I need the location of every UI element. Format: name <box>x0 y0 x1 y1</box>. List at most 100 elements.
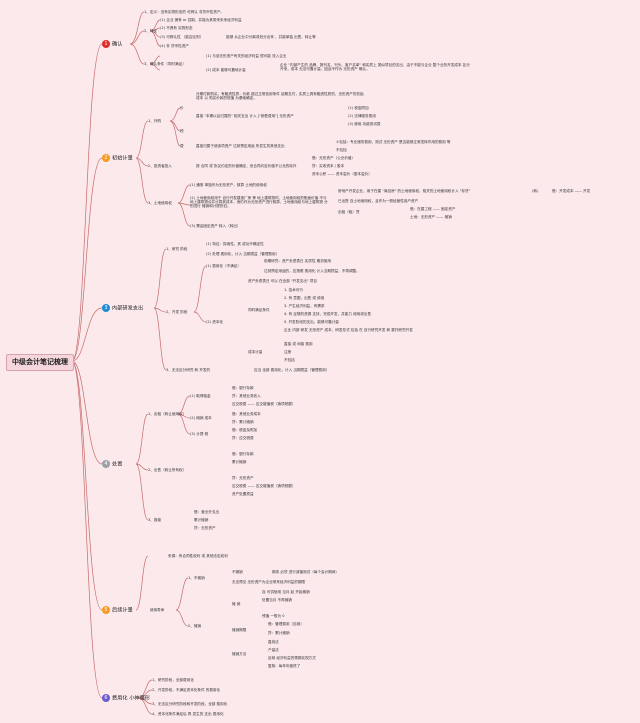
node-investor-input[interactable]: 2、投资者投入 <box>148 164 172 168</box>
node-expense-item[interactable]: 2、开发阶段，不满足资本化条件 的费用化 <box>152 688 221 692</box>
node-condition[interactable]: (1) 与该无形资产有关的经济利益 很可能 流入企业 <box>206 54 287 58</box>
node-price[interactable]: 价 <box>180 106 184 110</box>
node-condition-item[interactable]: 5. 开发阶段的支出，能够可靠计量 <box>284 320 339 324</box>
node-price-detail[interactable]: 分期付款购买，有融资性质：价款 超过正常信用条件 延期支付，实质上具有融资性质的… <box>196 92 364 100</box>
node-lease[interactable]: 1、出租（转让使用权） <box>148 412 187 416</box>
node-no-amortization-item[interactable]: 不摊销 <box>232 570 243 574</box>
node-entry[interactable]: 借：无形资产（公允价值） <box>312 156 356 160</box>
node-conditions[interactable]: 同时满足条件 <box>248 308 270 312</box>
node-condition-item[interactable]: 2. 有 意图，出售 或 使用 <box>284 296 325 300</box>
node-feature[interactable]: (4) 非 货币性资产 <box>160 44 189 48</box>
node-expensed-detail[interactable]: 达到预定用途的，应按照 费用化 计入当期损益，不再调整。 <box>264 269 360 273</box>
node-entry[interactable]: 累计摊销 <box>194 518 209 522</box>
node-entry[interactable]: 借：管理费用（自用） <box>268 622 304 626</box>
node-feature[interactable]: (1) 企业 拥有 or 控制，并能为其带来未来经济利益 <box>160 18 242 22</box>
node-entry[interactable]: 应交税费 —— 应交增值税（销项税额） <box>232 484 296 488</box>
node-useful-life[interactable]: 使用寿命 <box>150 608 165 612</box>
node-expense-item[interactable]: 3、无法区分研究阶段和开发阶段，全部 费用化 <box>152 702 228 706</box>
node-condition-item[interactable]: 企业 内部 研发 无形资产 成本，研发形式 包括 在 自行研究开发 和 委托研究… <box>284 328 413 332</box>
node-amortization-detail[interactable]: 自 可供使用 当月 起 开始摊销 <box>262 590 310 594</box>
node-development-stage[interactable]: 2、开发 阶段 <box>166 310 188 314</box>
node-amortization[interactable]: 2、摊销 <box>188 624 202 628</box>
node-amortization-detail[interactable]: 处置当月 不再摊销 <box>262 598 292 602</box>
node-cost-item[interactable]: 不包括 <box>284 358 295 362</box>
node-no-amortization-detail[interactable]: 期末 必须 进行减值测试（每个会计期间） <box>272 570 339 574</box>
node-land-transfer[interactable]: (转) <box>532 189 539 193</box>
node-entry[interactable]: 贷：实收资本 / 股本 <box>312 164 345 168</box>
node-entry[interactable]: 借：银行存款 <box>232 386 254 390</box>
node-entry[interactable]: 贷：无形资产 <box>194 526 216 530</box>
node-entry[interactable]: 资本公积 —— 资本溢价（股本溢价） <box>312 172 372 176</box>
node-research-stage[interactable]: 1、研究 阶段 <box>166 247 188 251</box>
node-entry[interactable]: 贷：其他业务收入 <box>232 394 261 398</box>
node-land-entry[interactable]: 借：开发成本 —— 开发 <box>552 189 591 193</box>
node-no-amortization-item[interactable]: 无法预见 无形资产为企业带来经济利益的期限 <box>232 580 306 584</box>
node-entry[interactable]: 累计摊销 <box>232 460 247 464</box>
node-fee-include[interactable]: ①包括：专业服务费用、测试 无形资产 是否能够正常发挥作用的费用 等 <box>336 140 451 144</box>
node-entry[interactable]: 贷：累计摊销 <box>268 631 290 635</box>
node-condition-item[interactable]: 3. 产生经济利益，有需求 <box>284 304 325 308</box>
node-fee-detail[interactable]: 直接归属于使该项资产 达到预定用途 所发生的其他支出 <box>196 144 285 148</box>
node-feature[interactable]: (3) 可辨认性 （能否区别） <box>160 35 204 39</box>
node-amortization-item[interactable]: 摊销期限 <box>232 628 247 632</box>
node-expense-item[interactable]: 1、研究阶段，全部费用化 <box>152 678 194 682</box>
node-entry[interactable]: 资产处置损益 <box>232 492 254 496</box>
node-amortization-item[interactable]: 摊 销 <box>232 602 241 606</box>
node-price-item[interactable]: (1) 税金附加 <box>348 106 369 110</box>
node-entry[interactable]: 贷：累计摊销 <box>232 420 254 424</box>
node-entry[interactable]: 贷：无形资产 <box>232 476 254 480</box>
node-amortization-item[interactable]: 摊销方法 <box>232 652 247 656</box>
node-lease-item[interactable]: (2) 摊销 成本 <box>190 416 212 420</box>
node-price-item[interactable]: (2) 法律服务费用 <box>348 114 376 118</box>
node-price-item[interactable]: (3) 使用 功能测试费 <box>348 122 381 126</box>
node-price-detail[interactable]: 直接 "本期以后归属的" 相关支出 计入 ["销售费用"] 无形资产 <box>196 114 294 118</box>
node-useful-life-source[interactable]: 来源：有合同性权利 或 其他法定权利 <box>168 554 228 558</box>
node-lease-item[interactable]: (1) 取得租金 <box>190 394 211 398</box>
node-land-item[interactable]: (2) 土地使用权用于 自行开发建造厂房 等 地上建筑物时，土地使用权的账面价值… <box>190 196 328 208</box>
node-fee-exclude[interactable]: 不包括 <box>336 148 347 152</box>
node-no-amortization[interactable]: 1、不摊销 <box>188 576 205 580</box>
node-scrap[interactable]: 3、报废 <box>148 518 162 522</box>
node-method[interactable]: 直线法 <box>268 640 279 644</box>
node-expensed[interactable]: (1) 费用化（不满足） <box>206 264 241 268</box>
node-land-use-right[interactable]: 3、土地使用权 <box>148 201 172 205</box>
node-condition[interactable]: (2) 成本 能够可靠地计量 <box>206 68 246 72</box>
node-method[interactable]: 反映 经济利益的预期实现方式 <box>268 656 316 660</box>
node-entry[interactable]: 借：税金及附加 <box>232 428 258 432</box>
node-amortization-detail[interactable]: 残值 一般为 0 <box>262 614 285 618</box>
node-lease-item[interactable]: (3) 计提 税 <box>190 432 209 436</box>
node-cost-item[interactable]: 注册 <box>284 350 292 354</box>
node-entry[interactable]: 借：其他业务成本 <box>232 412 261 416</box>
node-feature[interactable]: (2) 不具有 实物形态 <box>160 26 193 30</box>
node-capitalized[interactable]: (2) 资本化 <box>206 320 224 324</box>
node-method[interactable]: 产量法 <box>268 648 279 652</box>
node-expensed-detail[interactable]: 前期研究：资产负债表日 实质性 期初使用 <box>264 259 331 263</box>
node-fee[interactable]: 费 <box>180 144 184 148</box>
node-condition-item[interactable]: 4. 有 足够的资源 支持，完成开发，并能力 使用或出售 <box>284 312 372 316</box>
node-definition[interactable]: 1、定义：没有实物形态的 可辨认 非货币性资产。 <box>144 10 225 14</box>
node-land-detail[interactable]: 房地产开发企业，用于在建 "商品房" 的土地使用权，相关的土地使用权计入 "存货… <box>338 189 471 193</box>
node-capitalized-detail[interactable]: 资产负债表日 可以 在全部 "开发支出" 项目 <box>248 279 317 283</box>
node-land-item[interactable]: (1) 通常 单独作为无形资产，核算 土地的使用权 <box>190 183 267 187</box>
node-investor-detail[interactable]: 按 合同 或 协议约定的价值确定，但合同约定价值不公允的除外 <box>196 164 297 168</box>
node-research-item[interactable]: (2) 处理 费用化，计入 当期损益（管理费用） <box>206 252 280 256</box>
node-method[interactable]: 复核：每年年度终了 <box>268 664 301 668</box>
node-cost-measurement[interactable]: 成本计量 <box>248 350 263 354</box>
node-condition-item[interactable]: 1. 技术可行 <box>284 288 303 292</box>
node-land-detail[interactable]: 已出售 自土地使用权，且作为一般经营性用户资产 <box>338 199 419 203</box>
node-entry[interactable]: 应交税费 —— 应交增值税（销项税额） <box>232 402 296 406</box>
node-condition-note[interactable]: 企业 "内部产生的 品牌、报刊名、刊头、客户名单" 和实质上 类似项目的支出，由… <box>280 63 470 71</box>
node-research-item[interactable]: (1) 特征：探索性，其 成功不确定性 <box>206 242 264 246</box>
node-recognition-conditions[interactable]: 3、确认条件（同时满足） <box>144 62 186 66</box>
node-expense-item[interactable]: 4、资本化条件满足后 再 发生的 支出 费用化 <box>152 712 224 716</box>
root-node[interactable]: 中级会计笔记梳理 <box>6 354 74 371</box>
node-entry[interactable]: 借：营业外支出 <box>194 510 220 514</box>
node-tax[interactable]: 税 <box>180 129 184 133</box>
node-features[interactable]: 2、特征 <box>144 29 158 33</box>
